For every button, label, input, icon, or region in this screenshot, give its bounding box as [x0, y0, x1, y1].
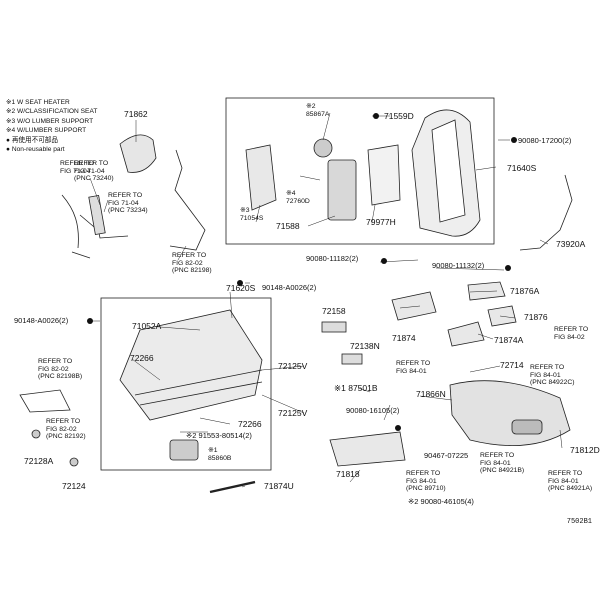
part-label: 72266 [130, 353, 154, 363]
part-label: 90080-11132(2) [432, 261, 485, 270]
part-label: 72266 [238, 419, 262, 429]
leader-lines [89, 112, 563, 488]
refer-label: REFER TO FIG 71-04 [60, 160, 95, 175]
refer-label: REFER TO FIG 71-04 (PNC 73240) [74, 160, 114, 183]
cable-82198 [169, 149, 206, 251]
part-label: 73920A [556, 239, 586, 249]
part-label: 79977H [366, 217, 396, 227]
part-85867A [313, 138, 333, 158]
part-label: ※2 91553-80514(2) [186, 431, 252, 440]
part-label: 71874U [264, 481, 294, 491]
part-label: 71818 [336, 469, 360, 479]
rod-71874U [209, 480, 256, 494]
nonreusable-dot [87, 318, 93, 324]
harness-82198B [19, 389, 71, 413]
refer-label: REFER TO FIG 82-02 (PNC 82198) [172, 252, 212, 275]
part-label: 90080-17200(2) [518, 136, 572, 145]
part-label: 71588 [276, 221, 300, 231]
part-label: 71876 [524, 312, 548, 322]
refer-label: REFER TO FIG 84-01 (PNC 89710) [406, 470, 446, 493]
part-label: 90080-11182(2) [306, 254, 359, 263]
refer-label: REFER TO FIG 82-02 (PNC 82198B) [38, 358, 83, 381]
motor-85860B [169, 439, 199, 461]
nonreusable-dot [395, 425, 401, 431]
legend-item: ● 再使用不可部品 [6, 136, 58, 144]
bracket-71874 [391, 291, 437, 321]
part-label: 71866N [416, 389, 446, 399]
part-label: 72128A [24, 456, 54, 466]
part-label: ※2 90080-46105(4) [408, 497, 474, 506]
part-bracket-73234 [88, 194, 106, 236]
part-label: 72158 [322, 306, 346, 316]
part-label: 71874A [494, 335, 524, 345]
seatback-frame-box [225, 97, 495, 245]
nonreusable-dot [511, 137, 517, 143]
legend-item: ● Non-reusable part [6, 146, 65, 154]
bracket-71818 [329, 431, 406, 467]
nonreusable-dot [381, 258, 387, 264]
pad-79977H [367, 144, 401, 206]
legend-item: ※2 W/CLASSIFICATION SEAT [6, 108, 98, 116]
part-label: 90148-A0026(2) [14, 316, 69, 325]
bracket-71876A [467, 281, 506, 301]
part-label: 90148-A0026(2) [262, 283, 317, 292]
part-label: 72138N [350, 341, 380, 351]
part-72124 [69, 457, 79, 467]
figure-code: 7502B1 [566, 518, 592, 526]
harness-left [61, 194, 129, 259]
legend: ※1 W SEAT HEATER ※2 W/CLASSIFICATION SEA… [6, 98, 97, 154]
part-label: ※1 87501B [334, 383, 378, 393]
part-label: 72125V [278, 361, 308, 371]
part-label: 90080-16105(2) [346, 406, 400, 415]
refer-label: REFER TO FIG 84-02 [554, 326, 589, 341]
part-72158 [321, 321, 347, 333]
refer-label: REFER TO FIG 82-02 (PNC 82192) [46, 418, 86, 441]
refer-label: REFER TO FIG 71-04 (PNC 73234) [108, 192, 148, 215]
refer-label: REFER TO FIG 84-01 [396, 360, 431, 375]
part-label: 71812D [570, 445, 600, 455]
part-71862-cover [119, 134, 157, 173]
seat-track-box [100, 297, 272, 471]
part-label: 71640S [507, 163, 537, 173]
seat-track-71620S [119, 309, 263, 421]
bracket-71876 [487, 305, 517, 327]
refer-label: REFER TO FIG 84-01 (PNC 84922C) [530, 364, 575, 387]
refer-label: REFER TO FIG 84-01 (PNC 84921A) [548, 470, 593, 493]
lumbar-72760D [327, 159, 357, 221]
legend-item: ※1 W SEAT HEATER [6, 99, 70, 106]
part-label: 71862 [124, 109, 148, 119]
nonreusable-dot [505, 265, 511, 271]
nonreusable-dot [373, 113, 379, 119]
switch-pad [511, 419, 543, 435]
part-label: 71874 [392, 333, 416, 343]
part-label: 71559D [384, 111, 414, 121]
refer-label: REFER TO FIG 84-01 (PNC 84921B) [480, 452, 525, 475]
part-label: ※4 72760D [286, 190, 310, 205]
part-label: 71876A [510, 286, 540, 296]
part-label: 72714 [500, 360, 524, 370]
harness-73920A [519, 174, 573, 251]
part-label: ※3 71054S [240, 207, 264, 222]
part-72138N [341, 353, 363, 365]
part-label: 71052A [132, 321, 162, 331]
legend-item: ※3 W/O LUMBER SUPPORT [6, 117, 94, 125]
bracket-71874A [447, 321, 485, 347]
part-label: ※1 85860B [208, 447, 232, 462]
part-72128A [31, 429, 41, 439]
part-label: 90467-07225 [424, 451, 469, 460]
part-label: ※2 85867A [306, 103, 330, 118]
cushion-71812D [449, 380, 571, 447]
legend-item: ※4 W/LUMBER SUPPORT [6, 127, 87, 135]
part-label: 72125V [278, 408, 308, 418]
part-label: 71620S [226, 283, 256, 293]
bracket-71054S [245, 144, 277, 211]
part-label: 72124 [62, 481, 86, 491]
nonreusable-dot [237, 280, 243, 286]
